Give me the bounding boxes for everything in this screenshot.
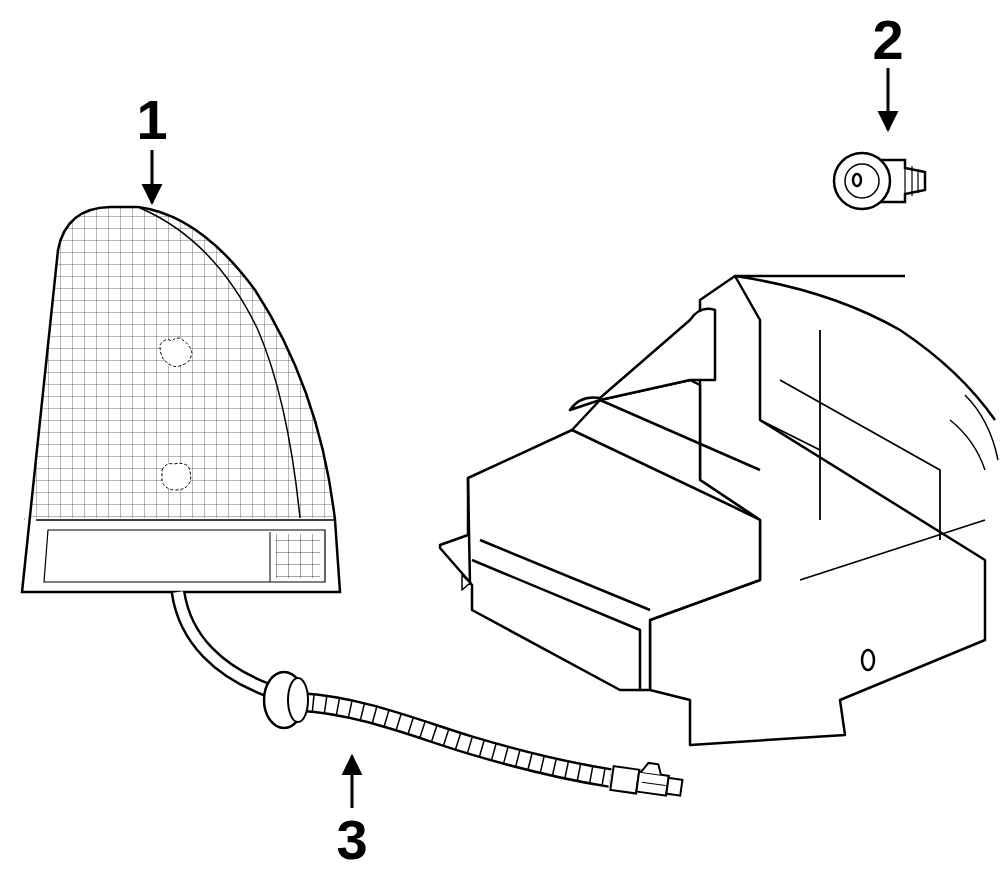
tail-lamp bbox=[20, 200, 340, 592]
body-panel bbox=[440, 276, 998, 745]
callout-number: 1 bbox=[136, 92, 167, 148]
callout-number: 3 bbox=[336, 812, 367, 868]
grommet bbox=[834, 153, 925, 209]
callout-number: 2 bbox=[872, 12, 903, 68]
